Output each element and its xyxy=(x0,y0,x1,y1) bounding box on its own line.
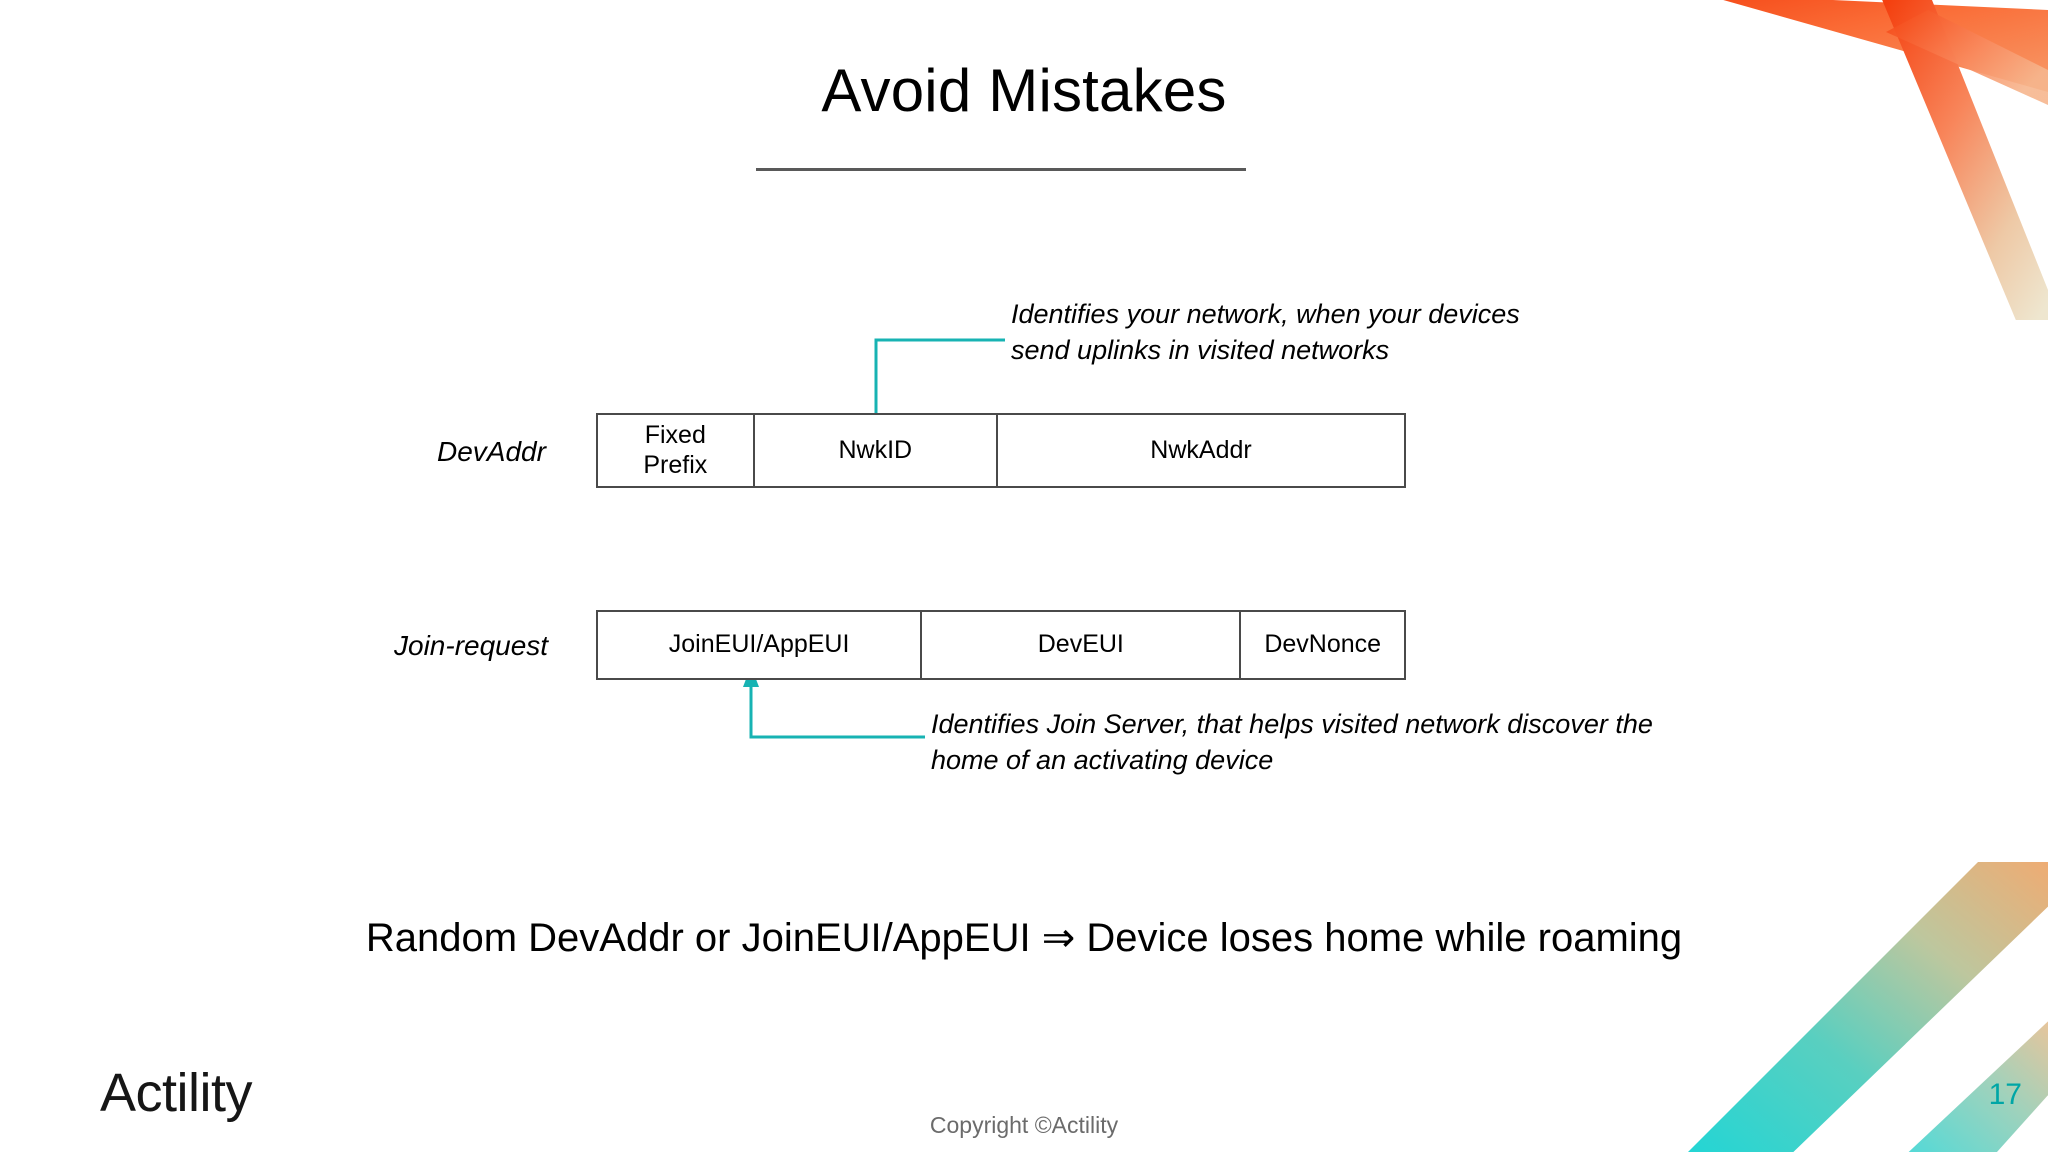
conclusion-text: Random DevAddr or JoinEUI/AppEUI ⇒ Devic… xyxy=(365,916,1683,960)
callout-nwkid-line2: send uplinks in visited networks xyxy=(1011,334,1390,365)
field-cell-nwkaddr-label: NwkAddr xyxy=(1150,435,1252,464)
field-cell-fixed-prefix: Fixed Prefix xyxy=(598,415,755,486)
field-cell-joineui-appeui-label: JoinEUI/AppEUI xyxy=(668,630,850,659)
field-cell-deveui-label: DevEUI xyxy=(1037,630,1124,659)
callout-joineui-line1: Identifies Join Server, that helps visit… xyxy=(931,709,1653,739)
row-label-devaddr: DevAddr xyxy=(437,436,546,467)
title-block: Avoid Mistakes xyxy=(0,58,2048,124)
callout-nwkid-line1: Identifies your network, when your devic… xyxy=(1011,299,1520,329)
field-cell-nwkaddr: NwkAddr xyxy=(998,415,1404,486)
callout-joineui-text: Identifies Join Server, that helps visit… xyxy=(931,707,1751,778)
title-underline-rule xyxy=(756,168,1246,171)
copyright-notice: Copyright ©Actility xyxy=(929,1112,1119,1138)
field-cell-nwkid-label: NwkID xyxy=(838,435,913,464)
field-cell-deveui: DevEUI xyxy=(922,612,1242,678)
page-number: 17 xyxy=(1988,1078,2022,1111)
field-cell-fixed-prefix-label: Fixed Prefix xyxy=(643,421,708,479)
field-cell-devnonce-label: DevNonce xyxy=(1264,630,1382,659)
callout-nwkid-text: Identifies your network, when your devic… xyxy=(1011,297,1611,368)
page-title: Avoid Mistakes xyxy=(821,57,1227,124)
callout-joineui-line2: home of an activating device xyxy=(931,744,1274,775)
field-cell-nwkid: NwkID xyxy=(755,415,998,486)
join-request-field-table: JoinEUI/AppEUI DevEUI DevNonce xyxy=(596,610,1406,680)
field-cell-devnonce: DevNonce xyxy=(1241,612,1404,678)
row-label-join-request: Join-request xyxy=(394,630,549,661)
devaddr-field-table: Fixed Prefix NwkID NwkAddr xyxy=(596,413,1406,488)
field-cell-joineui-appeui: JoinEUI/AppEUI xyxy=(598,612,923,678)
actility-logo: Actility xyxy=(100,1063,253,1123)
decorative-ribbon-top-right xyxy=(1723,0,2048,320)
